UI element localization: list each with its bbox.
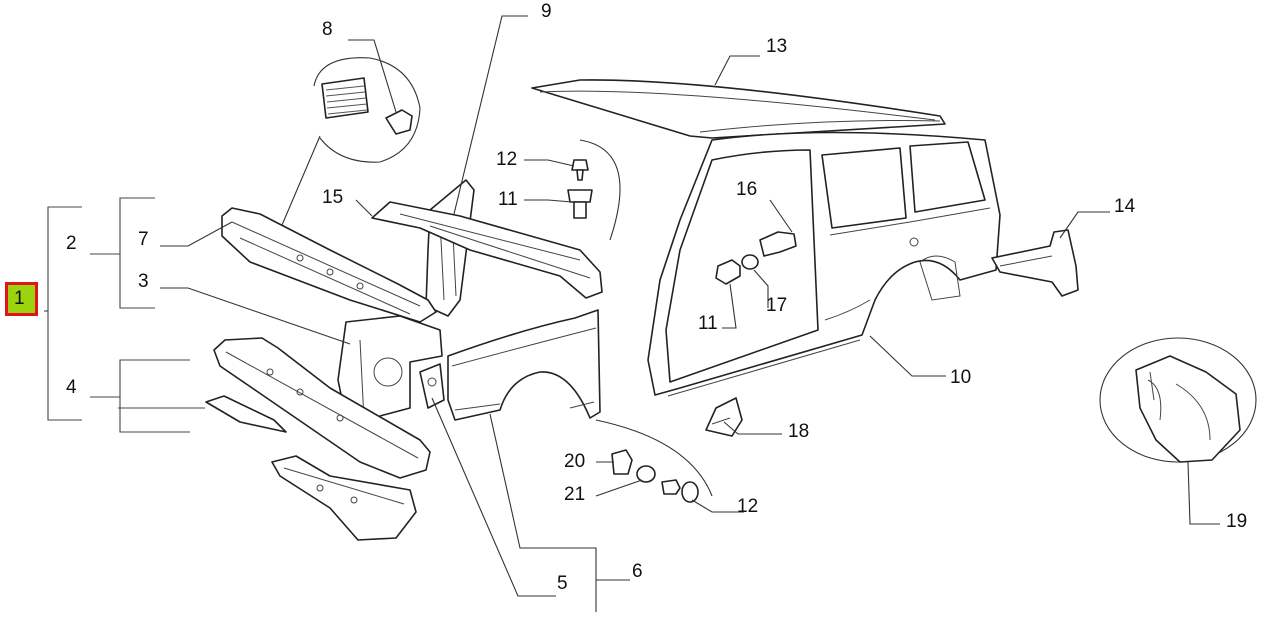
upper-cross-member bbox=[371, 201, 603, 299]
callout-7[interactable]: 7 bbox=[138, 229, 149, 250]
callout-1[interactable]: 1 bbox=[5, 282, 38, 316]
callout-6[interactable]: 6 bbox=[632, 561, 643, 582]
fasteners bbox=[567, 139, 797, 503]
callout-14[interactable]: 14 bbox=[1114, 196, 1136, 217]
callout-12-upper[interactable]: 12 bbox=[496, 149, 518, 170]
callout-3[interactable]: 3 bbox=[138, 271, 149, 292]
fender-bracket bbox=[419, 363, 445, 409]
callout-16[interactable]: 16 bbox=[736, 179, 758, 200]
callout-20[interactable]: 20 bbox=[564, 451, 586, 472]
callout-9[interactable]: 9 bbox=[541, 1, 552, 22]
callout-2[interactable]: 2 bbox=[66, 233, 77, 254]
detail-inset-grille bbox=[281, 57, 421, 226]
callout-15[interactable]: 15 bbox=[322, 187, 344, 208]
roof-panel bbox=[531, 79, 946, 139]
leader-lines bbox=[160, 15, 1220, 612]
front-fender bbox=[447, 309, 601, 421]
callout-19[interactable]: 19 bbox=[1226, 511, 1248, 532]
lower-reinforcement bbox=[205, 395, 417, 541]
callout-17[interactable]: 17 bbox=[766, 295, 788, 316]
callout-4[interactable]: 4 bbox=[66, 377, 77, 398]
callout-21[interactable]: 21 bbox=[564, 484, 586, 505]
callout-10[interactable]: 10 bbox=[950, 367, 972, 388]
callout-11-middle[interactable]: 11 bbox=[698, 313, 718, 334]
small-bracket bbox=[705, 397, 743, 437]
callout-13[interactable]: 13 bbox=[766, 36, 788, 57]
rear-sill-member bbox=[991, 229, 1079, 297]
lower-cross-member bbox=[213, 337, 431, 479]
radiator-upper-member bbox=[221, 207, 437, 323]
callout-5[interactable]: 5 bbox=[557, 573, 568, 594]
callout-12-lower[interactable]: 12 bbox=[737, 496, 759, 517]
callout-18[interactable]: 18 bbox=[788, 421, 810, 442]
callout-8[interactable]: 8 bbox=[322, 19, 333, 40]
group-brackets bbox=[44, 197, 205, 433]
body-side-panel bbox=[647, 131, 1001, 397]
callout-11-upper[interactable]: 11 bbox=[498, 189, 518, 210]
detail-inset-reinforcement bbox=[1099, 337, 1257, 463]
